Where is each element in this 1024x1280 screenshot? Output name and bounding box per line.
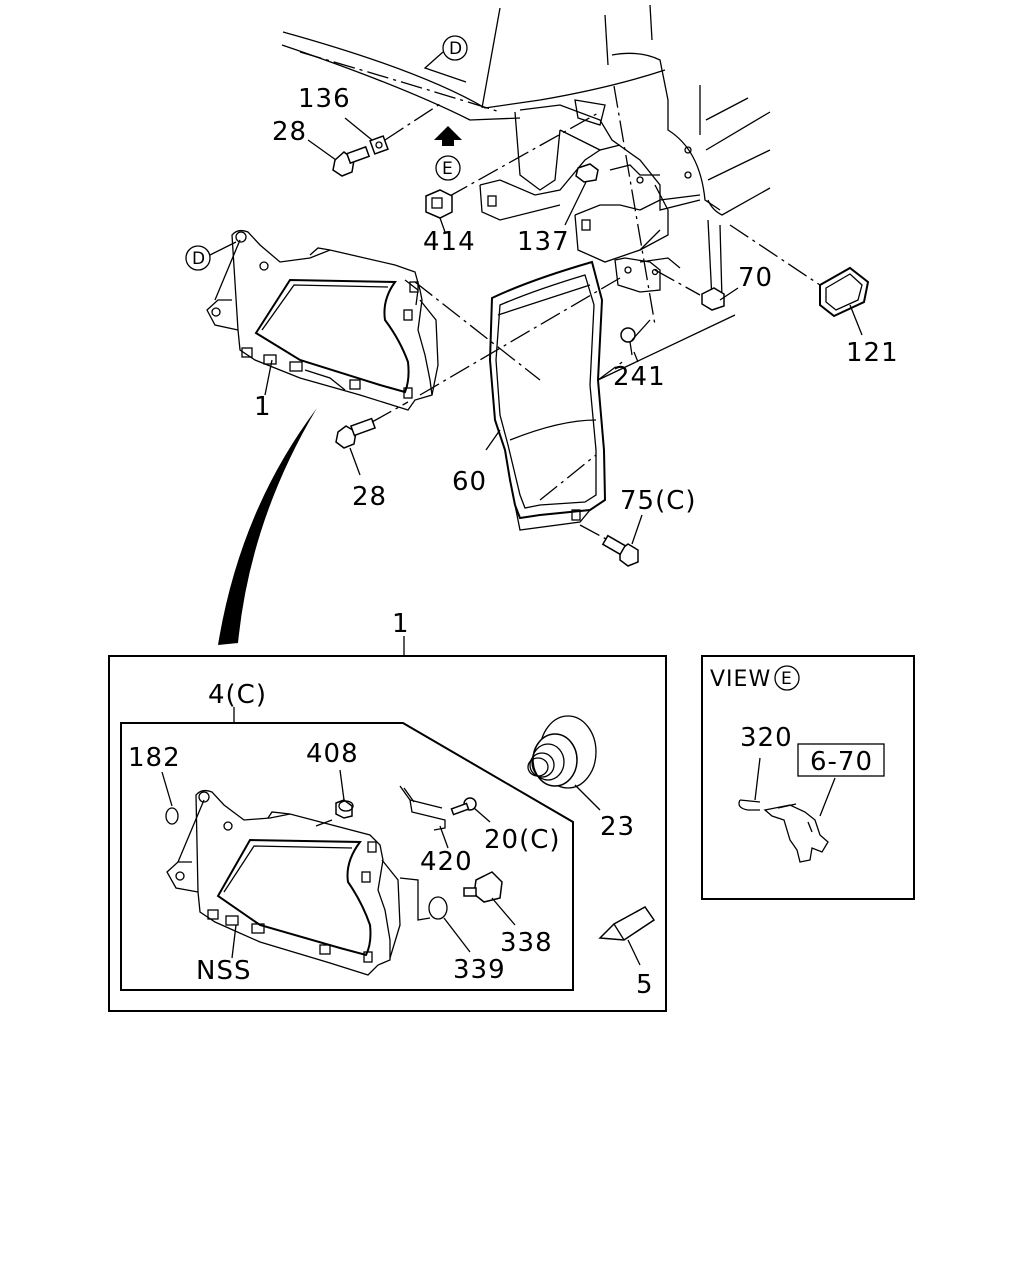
svg-text:D: D xyxy=(192,249,205,269)
svg-text:D: D xyxy=(449,39,462,59)
part-182-plug xyxy=(161,771,179,825)
detail-pointer-arrow xyxy=(218,408,317,645)
svg-text:E: E xyxy=(781,669,792,689)
part-20c-screw xyxy=(450,797,491,823)
part-75c-bolt xyxy=(579,514,643,567)
svg-text:E: E xyxy=(442,159,453,179)
detail-headlamp-nss xyxy=(166,789,401,976)
callout-1-top: 1 xyxy=(254,392,272,422)
part-420-bracket xyxy=(399,785,449,849)
callout-137: 137 xyxy=(517,227,570,257)
part-121-gasket xyxy=(729,224,870,336)
reference-marker-d-top: D xyxy=(423,35,468,83)
callout-28-bottom: 28 xyxy=(352,482,387,512)
callout-6-70: 6-70 xyxy=(810,747,873,777)
part-5-bulb xyxy=(598,906,656,966)
callout-420: 420 xyxy=(420,847,473,877)
callout-136: 136 xyxy=(298,84,351,114)
part-137-clip xyxy=(564,163,599,226)
callout-4c: 4(C) xyxy=(208,680,267,710)
reference-marker-d-left: D xyxy=(185,241,237,271)
part-414-clip xyxy=(425,189,453,233)
callout-408: 408 xyxy=(306,739,359,769)
callout-75c: 75(C) xyxy=(620,486,697,516)
callout-23: 23 xyxy=(600,812,635,842)
part-28-bolt-top xyxy=(307,139,371,177)
part-60-side-lamp xyxy=(485,260,736,531)
callout-414: 414 xyxy=(423,227,476,257)
view-e-box: VIEW E xyxy=(701,655,915,900)
callout-28-top: 28 xyxy=(272,117,307,147)
part-338-bulb-holder xyxy=(399,871,516,926)
callout-182: 182 xyxy=(128,743,181,773)
part-23-socket xyxy=(527,715,601,811)
part-241-screw xyxy=(620,319,651,363)
callout-320: 320 xyxy=(740,723,793,753)
part-136-washer xyxy=(344,117,389,155)
cab-body-outline xyxy=(281,4,771,326)
callout-5: 5 xyxy=(636,970,654,1000)
part-408-grommet xyxy=(315,769,354,827)
callout-70: 70 xyxy=(738,263,773,293)
callout-241: 241 xyxy=(613,362,666,392)
part-1-headlamp-top xyxy=(206,229,621,411)
detail-box-assembly-1 xyxy=(108,636,667,1012)
direction-arrow xyxy=(434,126,462,146)
part-70-nut xyxy=(654,269,739,311)
part-339-o-ring xyxy=(428,896,471,953)
part-28-bolt-bottom xyxy=(335,401,409,476)
callout-339: 339 xyxy=(453,955,506,985)
view-e-title: VIEW xyxy=(710,667,771,692)
callout-1-detail: 1 xyxy=(392,609,410,639)
callout-20c: 20(C) xyxy=(484,825,561,855)
callout-121: 121 xyxy=(846,338,899,368)
callout-nss: NSS xyxy=(196,956,251,986)
callout-338: 338 xyxy=(500,928,553,958)
reference-marker-e-top: E xyxy=(435,155,461,181)
callout-60: 60 xyxy=(452,467,487,497)
